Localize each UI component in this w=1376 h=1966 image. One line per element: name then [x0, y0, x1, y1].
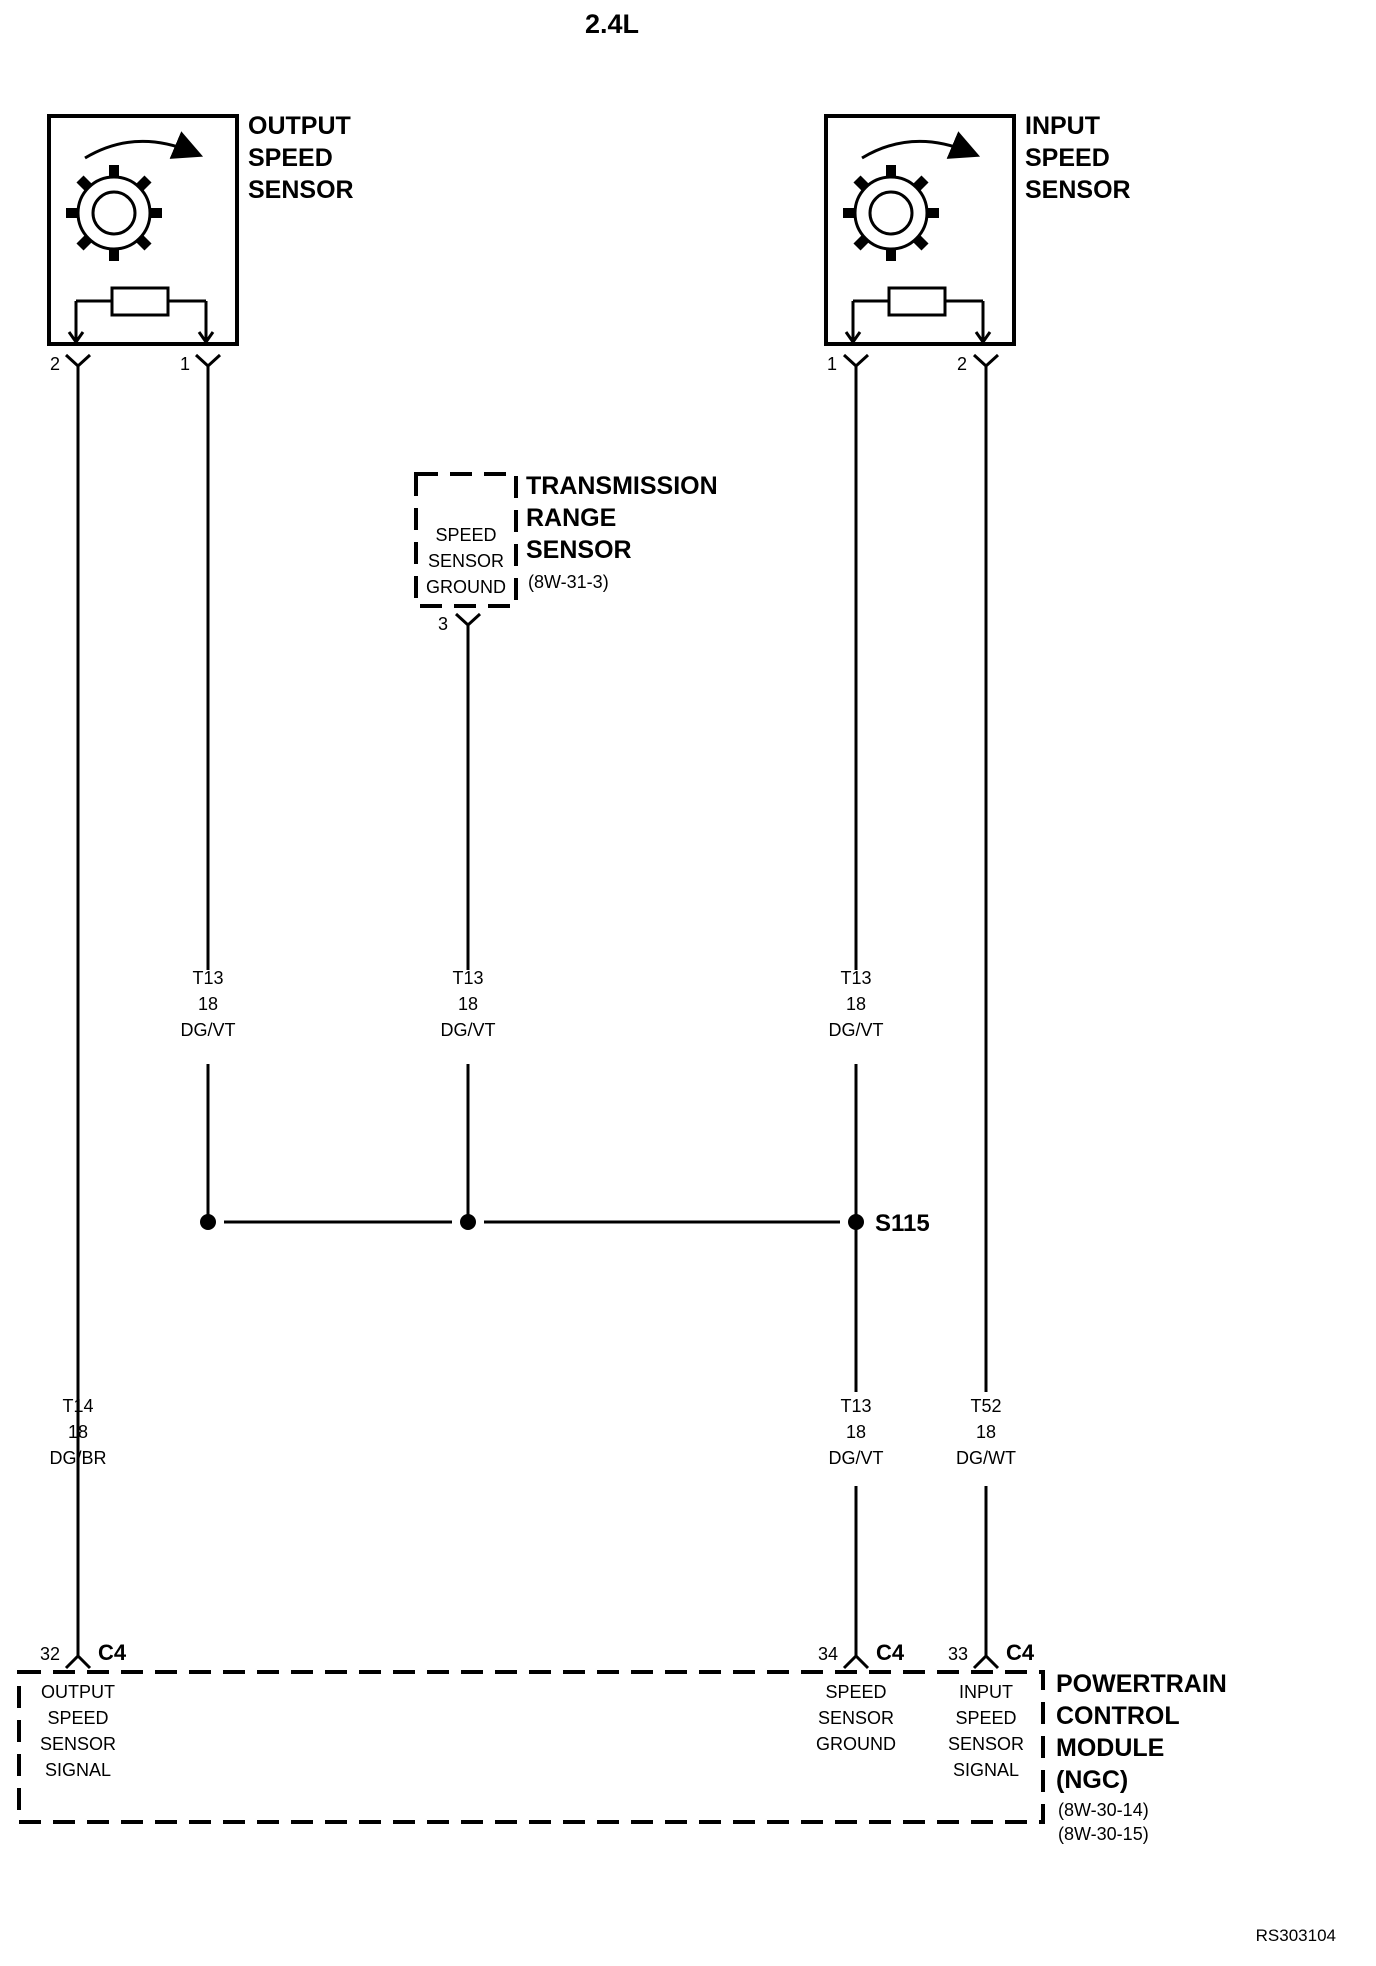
output-sensor-pin-2: 2 [50, 354, 60, 374]
wire-circuit: T13 [840, 968, 871, 988]
wire-color: DG/VT [828, 1448, 883, 1468]
trs-inner-1: SPEED [435, 525, 496, 545]
wire-color: DG/VT [180, 1020, 235, 1040]
wire-gauge: 18 [976, 1422, 996, 1442]
resistor-icon [844, 286, 992, 345]
output-sensor-box [47, 114, 239, 346]
pcm-pin-32: 32 [40, 1644, 60, 1664]
trs-name-3: SENSOR [526, 536, 632, 564]
connector-pin-icon [972, 1653, 1000, 1670]
wire-color: DG/BR [49, 1448, 106, 1468]
powertrain-control-module: 32 C4 OUTPUT SPEED SENSOR SIGNAL 34 C4 S… [17, 1640, 1227, 1844]
resistor-icon [67, 286, 215, 345]
pcm-term-32-line-4: SIGNAL [45, 1760, 111, 1780]
figure-reference-code: RS303104 [1256, 1926, 1336, 1945]
input-sensor-name-2: SPEED [1025, 144, 1110, 172]
trs-name-1: TRANSMISSION [526, 472, 718, 500]
output-sensor-name-3: SENSOR [248, 176, 354, 204]
pcm-connector-c4: C4 [1006, 1640, 1035, 1665]
pcm-term-33-line-4: SIGNAL [953, 1760, 1019, 1780]
gear-icon [66, 165, 162, 261]
pcm-term-33-line-3: SENSOR [948, 1734, 1024, 1754]
wire-color: DG/WT [956, 1448, 1016, 1468]
trs-name-2: RANGE [526, 504, 616, 532]
splice-dot [848, 1214, 864, 1230]
splice-dot [200, 1214, 216, 1230]
wire-circuit: T14 [62, 1396, 93, 1416]
page-title: 2.4L [585, 9, 639, 39]
pcm-name-4: (NGC) [1056, 1766, 1128, 1794]
wire-circuit: T13 [192, 968, 223, 988]
pcm-pin-34: 34 [818, 1644, 838, 1664]
pcm-connector-c4: C4 [98, 1640, 127, 1665]
pcm-connector-c4: C4 [876, 1640, 905, 1665]
pcm-name-2: CONTROL [1056, 1702, 1180, 1730]
wire-gauge: 18 [458, 994, 478, 1014]
transmission-range-sensor: SPEED SENSOR GROUND TRANSMISSION RANGE S… [414, 472, 718, 634]
pcm-name-3: MODULE [1056, 1734, 1164, 1762]
trs-box [414, 472, 518, 608]
pcm-term-32-line-2: SPEED [47, 1708, 108, 1728]
lower-wire-labels: T14 18 DG/BR T13 18 DG/VT T52 18 DG/WT [49, 1396, 1016, 1468]
pcm-term-32-line-1: OUTPUT [41, 1682, 115, 1702]
output-speed-sensor: OUTPUT SPEED SENSOR 2 1 [47, 112, 354, 374]
pcm-term-32-line-3: SENSOR [40, 1734, 116, 1754]
rotation-arrow-icon [84, 131, 204, 160]
pcm-name-1: POWERTRAIN [1056, 1670, 1227, 1698]
rotation-arrow-icon [861, 131, 981, 160]
wire-circuit: T13 [840, 1396, 871, 1416]
wires: S115 [76, 364, 988, 1656]
wire-gauge: 18 [198, 994, 218, 1014]
output-sensor-name-1: OUTPUT [248, 112, 351, 140]
input-speed-sensor: INPUT SPEED SENSOR 1 2 [824, 112, 1131, 374]
input-sensor-pin-2: 2 [957, 354, 967, 374]
pcm-box [17, 1670, 1045, 1824]
wire-color: DG/VT [440, 1020, 495, 1040]
splice-label: S115 [875, 1210, 930, 1237]
wire-color: DG/VT [828, 1020, 883, 1040]
input-sensor-name-1: INPUT [1025, 112, 1100, 140]
pcm-ref-1: (8W-30-14) [1058, 1800, 1149, 1820]
pcm-term-34-line-1: SPEED [825, 1682, 886, 1702]
pcm-ref-2: (8W-30-15) [1058, 1824, 1149, 1844]
trs-ref: (8W-31-3) [528, 572, 609, 592]
connector-pin-icon [842, 1653, 870, 1670]
pcm-term-33-line-1: INPUT [959, 1682, 1013, 1702]
gear-icon [843, 165, 939, 261]
pcm-term-34-line-2: SENSOR [818, 1708, 894, 1728]
wire-gauge: 18 [68, 1422, 88, 1442]
pcm-pin-33: 33 [948, 1644, 968, 1664]
wire-circuit: T13 [452, 968, 483, 988]
connector-pin-icon [64, 1653, 92, 1670]
input-sensor-box [824, 114, 1016, 346]
output-sensor-name-2: SPEED [248, 144, 333, 172]
trs-inner-3: GROUND [426, 577, 506, 597]
input-sensor-pin-1: 1 [827, 354, 837, 374]
pcm-term-34-line-3: GROUND [816, 1734, 896, 1754]
wire-circuit: T52 [970, 1396, 1001, 1416]
wire-gauge: 18 [846, 994, 866, 1014]
pcm-term-33-line-2: SPEED [955, 1708, 1016, 1728]
trs-inner-2: SENSOR [428, 551, 504, 571]
output-sensor-pin-1: 1 [180, 354, 190, 374]
splice-dot [460, 1214, 476, 1230]
input-sensor-name-3: SENSOR [1025, 176, 1131, 204]
wire-gauge: 18 [846, 1422, 866, 1442]
upper-wire-labels: T13 18 DG/VT T13 18 DG/VT T13 18 DG/VT [180, 968, 883, 1040]
trs-pin-3: 3 [438, 614, 448, 634]
